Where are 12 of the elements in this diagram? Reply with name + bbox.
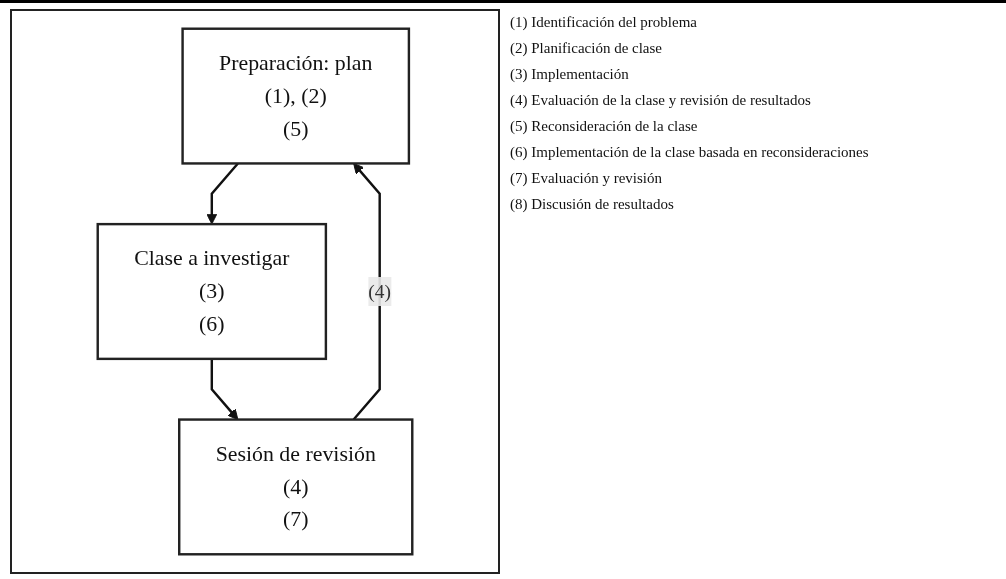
process-box: Sesión de revisión (4) (7) [178, 418, 414, 556]
legend-note: (3) Implementación [510, 65, 630, 84]
process-box: Preparación: plan (1), (2) (5) [181, 27, 411, 165]
diagram-frame: (4) Preparación: plan (1), (2) (5) Clase a investigar (3) (6) Sesión de revisión (4) (7) [10, 9, 500, 574]
legend-note: (1) Identificación del problema [510, 13, 698, 32]
legend-note: (4) Evaluación de la clase y revisión de resultados [510, 91, 812, 110]
legend-note: (2) Planificación de clase [510, 39, 663, 58]
legend-note: (6) Implementación de la clase basada en reconsideraciones [510, 143, 869, 162]
legend-note: (8) Discusión de resultados [510, 195, 675, 214]
legend-note: (7) Evaluación y revisión [510, 169, 664, 188]
legend-note: (5) Reconsideración de la clase [510, 117, 699, 136]
process-box: Clase a investigar (3) (6) [96, 222, 328, 361]
